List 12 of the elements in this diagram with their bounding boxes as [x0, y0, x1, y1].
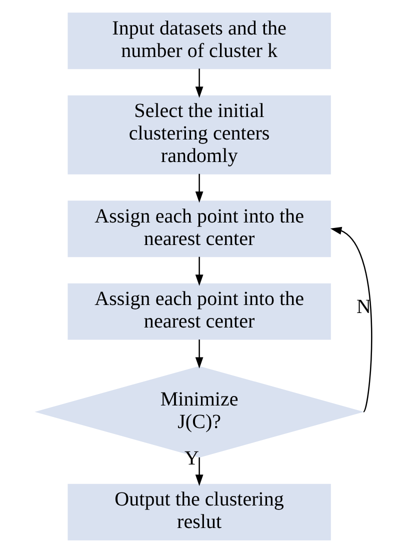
arrow [330, 226, 372, 412]
node-box: Assign each point into the nearest center [68, 200, 331, 258]
arrow [195, 256, 204, 286]
node-box: Input datasets and the number of cluster k [68, 12, 331, 70]
node-box: Assign each point into the nearest center [68, 283, 331, 340]
arrow [195, 68, 204, 98]
edge-label: N [356, 296, 372, 318]
node-box: Output the clustering reslut [68, 484, 331, 540]
node-box: Select the initial clustering centers randomly [68, 95, 331, 174]
arrow [195, 457, 204, 486]
arrow [195, 340, 204, 369]
arrow [195, 174, 204, 203]
